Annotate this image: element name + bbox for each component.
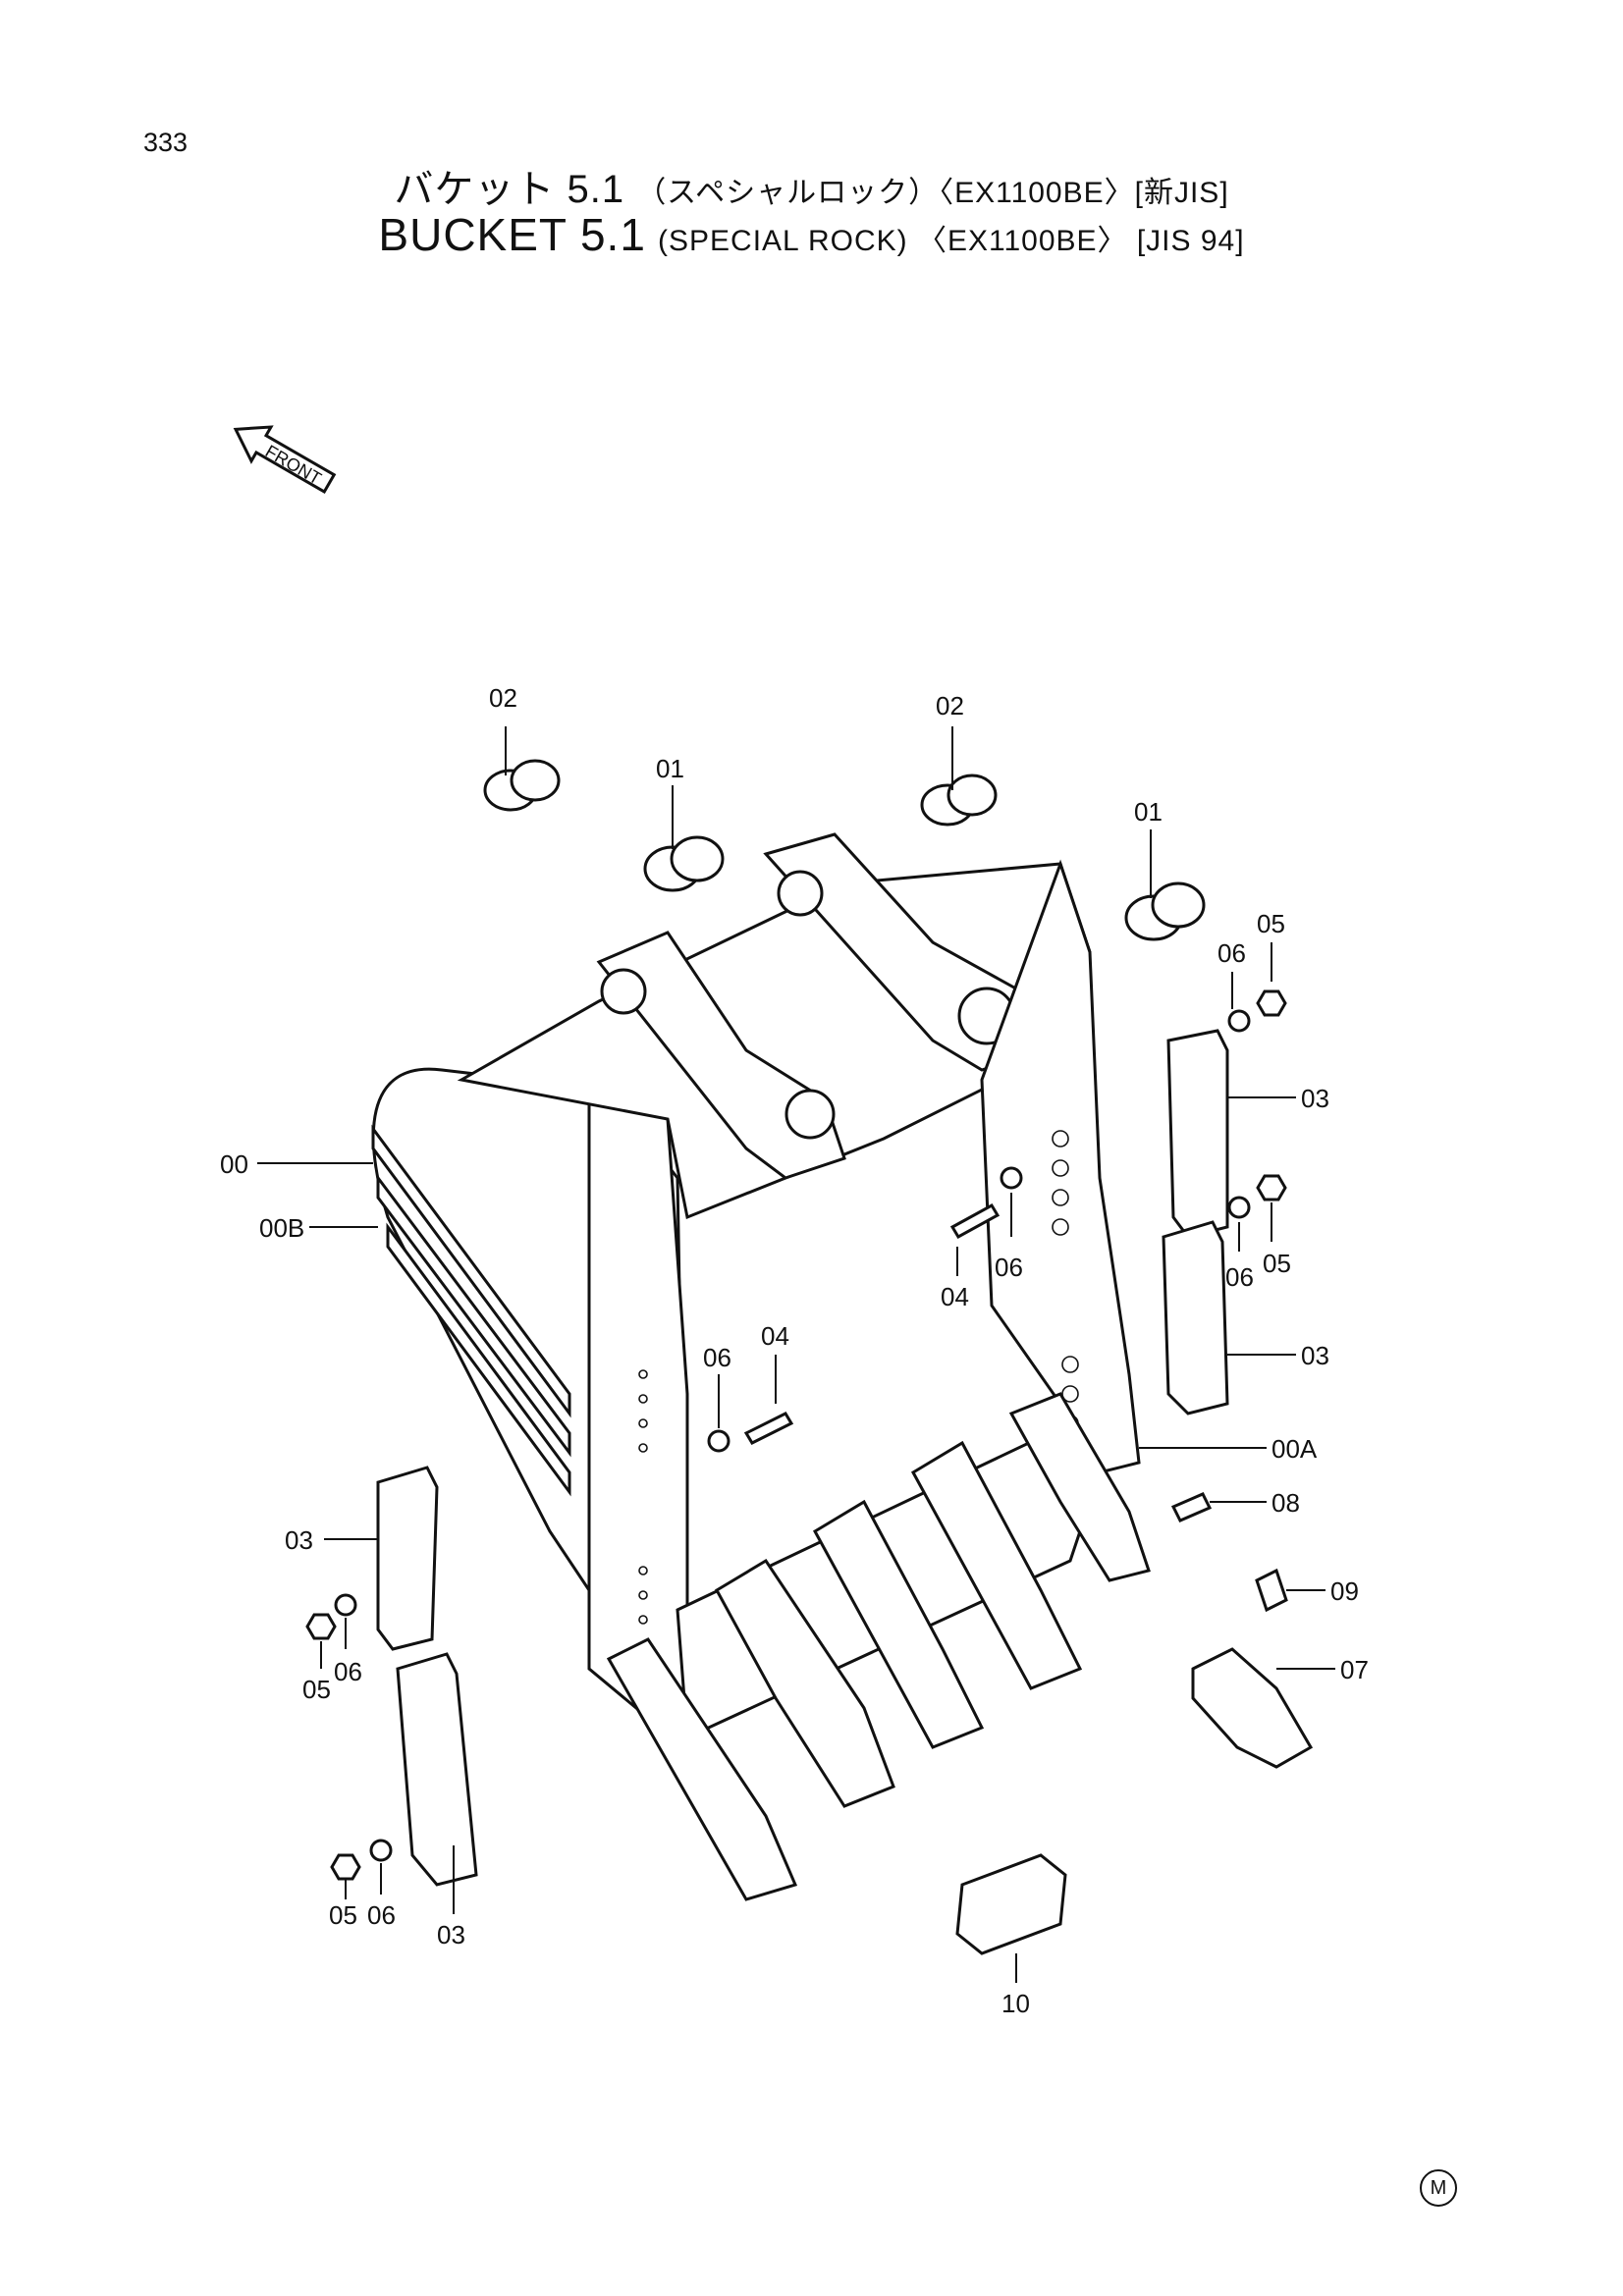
callout-02-left: 02 [489, 683, 517, 713]
title-japanese-main: バケット 5.1 [394, 168, 625, 211]
corner-mark: M [1420, 2169, 1457, 2207]
washer-06-f [369, 1839, 393, 1862]
title-english-sub: (SPECIAL ROCK) 〈EX1100BE〉 [JIS 94] [658, 225, 1245, 257]
front-arrow-icon: FRONT [233, 425, 337, 495]
callout-06-c: 06 [1225, 1262, 1254, 1292]
callout-07: 07 [1340, 1655, 1369, 1684]
washer-06-a [1227, 1009, 1251, 1033]
callout-05-d: 05 [329, 1900, 357, 1930]
callout-03-a: 03 [1301, 1084, 1329, 1113]
washer-06-b [1227, 1196, 1251, 1219]
callout-05-b: 05 [1263, 1249, 1291, 1278]
callout-03-b: 03 [1301, 1341, 1329, 1370]
nut-05-c [305, 1613, 337, 1640]
side-cutter-03-a [1166, 1029, 1229, 1239]
washer-06-e [334, 1593, 357, 1617]
nut-05-b [1256, 1174, 1287, 1201]
washer-06-c [1000, 1166, 1023, 1190]
nut-05-a [1256, 989, 1287, 1017]
bolt-04-b [743, 1412, 794, 1445]
lock-09 [1255, 1568, 1288, 1613]
callout-03-d: 03 [437, 1920, 465, 1949]
callout-06-b: 06 [995, 1253, 1023, 1282]
callout-10: 10 [1001, 1989, 1030, 2018]
callout-02-right: 02 [936, 691, 964, 721]
washer-06-d [707, 1429, 730, 1453]
page-number: 333 [143, 128, 189, 157]
title-japanese-sub: （スペシャルロック）〈EX1100BE〉[新JIS] [636, 177, 1229, 209]
bushing-02-right [920, 774, 998, 827]
bushing-02-left [483, 759, 561, 812]
pin-08 [1170, 1492, 1213, 1522]
leader-lines [257, 726, 1335, 1983]
callout-08: 08 [1271, 1488, 1300, 1518]
callout-00: 00 [220, 1149, 248, 1179]
tooth-point-07 [1191, 1647, 1314, 1769]
callout-06-f: 06 [367, 1900, 396, 1930]
callout-01-left: 01 [656, 754, 684, 783]
title-english-main: BUCKET 5.1 [378, 209, 646, 260]
callout-06-d: 06 [703, 1343, 731, 1372]
callout-05-a: 05 [1257, 909, 1285, 938]
side-cutter-03-b [1162, 1220, 1229, 1415]
bolt-04-a [949, 1202, 1001, 1240]
callout-01-right: 01 [1134, 797, 1163, 827]
title-japanese: バケット 5.1 （スペシャルロック）〈EX1100BE〉[新JIS] [0, 157, 1623, 214]
bushing-01-left [643, 835, 725, 892]
callout-04-a: 04 [941, 1282, 969, 1311]
side-cutter-03-c [376, 1466, 439, 1651]
callout-06-a: 06 [1217, 938, 1246, 968]
title-english: BUCKET 5.1 (SPECIAL ROCK) 〈EX1100BE〉 [JI… [0, 208, 1623, 261]
bushing-01-right [1124, 881, 1206, 941]
callout-09: 09 [1330, 1576, 1359, 1606]
cover-10 [955, 1853, 1067, 1955]
callout-05-c: 05 [302, 1675, 331, 1704]
callout-03-c: 03 [285, 1525, 313, 1555]
side-cutter-03-d [396, 1652, 478, 1887]
callout-04-b: 04 [761, 1321, 789, 1351]
bucket-teeth [606, 1392, 1151, 1901]
callouts: 02 02 01 01 06 05 03 00 00B 04 06 06 05 … [220, 683, 1369, 2018]
callout-06-e: 06 [334, 1657, 362, 1686]
callout-00B: 00B [259, 1213, 304, 1243]
nut-05-d [330, 1853, 361, 1881]
callout-00A: 00A [1271, 1434, 1318, 1464]
